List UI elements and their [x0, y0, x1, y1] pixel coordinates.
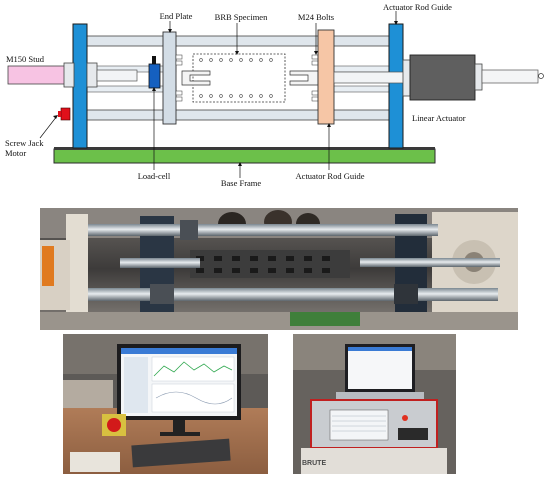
photo-workstation-keyboard — [131, 438, 231, 468]
linear-actuator-shaft — [481, 69, 539, 84]
actuator-collar — [402, 59, 411, 97]
photo-rig-left-frame — [66, 214, 88, 326]
stud-extension — [96, 69, 138, 82]
load-cell-connector — [152, 56, 156, 64]
load-cell-block — [148, 63, 161, 89]
base-frame-top-edge — [54, 147, 435, 150]
base-frame-bar — [53, 148, 436, 164]
brb-specimen-casing — [192, 53, 286, 103]
leader-lines — [39, 11, 397, 178]
label-brb-specimen: BRB Specimen — [215, 12, 268, 22]
actuator-rod — [333, 71, 405, 84]
schematic-diagram: M150 Stud End Plate BRB Specimen M24 Bol… — [5, 2, 544, 188]
label-m24-bolts: M24 Bolts — [298, 12, 334, 22]
photo-rig-rod-middle — [120, 258, 200, 268]
screw-jack-motor-block — [60, 107, 71, 121]
end-plate-bolts — [175, 54, 183, 102]
brb-core-right-slot — [289, 70, 319, 86]
label-end-plate: End Plate — [160, 11, 193, 21]
linear-actuator-fitting — [538, 73, 544, 79]
stud-nut-right — [86, 62, 98, 88]
photo-data-acquisition: BRUTE — [293, 334, 456, 474]
rod-guide-plate — [317, 29, 335, 125]
brb-core-left-slot — [181, 70, 211, 86]
m150-stud-rod — [7, 65, 67, 85]
label-load-cell: Load-cell — [138, 171, 171, 181]
photo-test-rig — [40, 208, 518, 330]
linear-actuator-end-cap — [474, 63, 483, 91]
photo-workstation — [63, 334, 268, 474]
photo-rig-rod-top — [88, 224, 438, 236]
label-m150-stud: M150 Stud — [6, 54, 45, 64]
label-screw-jack-line1: Screw Jack — [5, 138, 44, 148]
brb-bolt-holes — [199, 58, 273, 98]
stud-nut-left — [63, 62, 75, 88]
photo-rig-specimen — [190, 250, 350, 278]
label-linear-actuator: Linear Actuator — [412, 113, 466, 123]
end-plate — [162, 31, 177, 125]
linear-actuator-body — [409, 54, 476, 101]
tie-rod-top — [85, 35, 391, 47]
left-column — [72, 23, 88, 149]
label-base-frame: Base Frame — [221, 178, 262, 188]
label-actuator-rod-guide-bottom: Actuator Rod Guide — [296, 171, 365, 181]
screw-jack-motor-shaft — [58, 111, 61, 117]
label-screw-jack-line2: Motor — [5, 148, 26, 158]
photo-daq-brand-label: BRUTE — [302, 460, 326, 467]
label-actuator-rod-guide-top: Actuator Rod Guide — [383, 2, 452, 12]
tie-rod-mid-lower — [85, 85, 177, 93]
right-column — [388, 23, 404, 149]
leader-arrowheads — [53, 21, 398, 166]
tie-rod-bottom — [85, 109, 391, 121]
photo-rig-rod-bottom — [88, 288, 498, 301]
